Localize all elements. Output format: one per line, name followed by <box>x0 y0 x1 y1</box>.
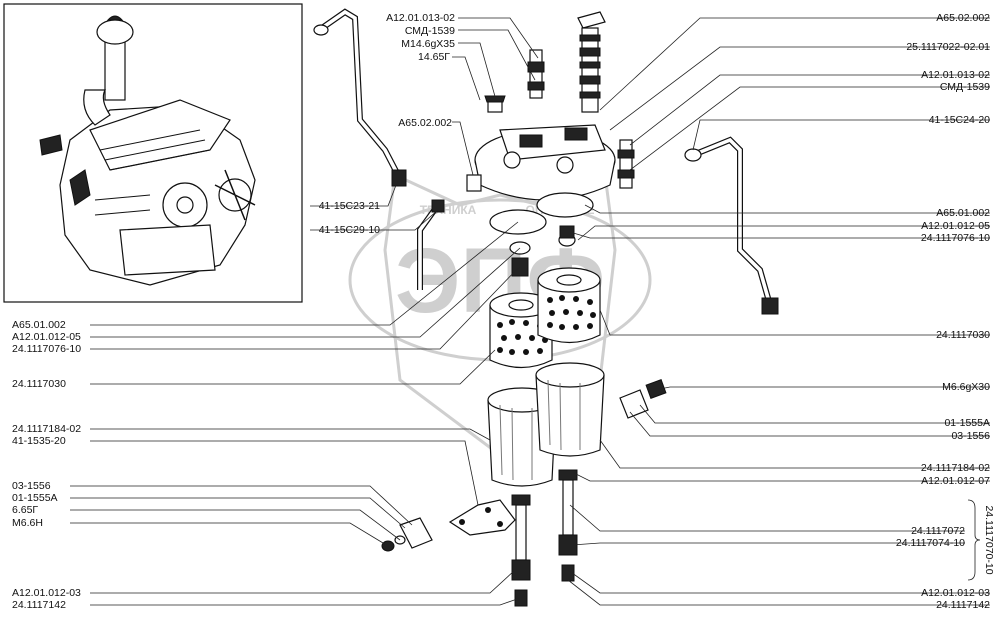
label-smd-1539-right: СМД-1539 <box>940 81 990 93</box>
engine-illustration <box>39 15 256 286</box>
label-a12-01-012-03-right: А12.01.012-03 <box>921 587 990 599</box>
bolt-stack-right <box>577 11 606 113</box>
label-a65-02-002-left: А65.02.002 <box>398 117 452 129</box>
label-03-1556-right: 03-1556 <box>951 430 990 442</box>
label-m6-6n: М6.6Н <box>12 517 43 529</box>
fuel-line-right <box>684 136 779 315</box>
leader-lines <box>70 17 990 606</box>
label-a12-01-012-05-right: А12.01.012-05 <box>921 220 990 232</box>
clamp-right <box>619 379 667 419</box>
label-24-1117142-left: 24.1117142 <box>12 599 66 611</box>
clamp-left <box>381 517 433 552</box>
label-01-1555a-right: 01-1555А <box>944 417 990 429</box>
label-01-1555a-left: 01-1555А <box>12 492 58 504</box>
fuel-line-left-lower <box>417 199 445 290</box>
gaskets <box>489 192 594 277</box>
label-assembly-24-1117070-10: 24.1117070-10 <box>983 505 995 574</box>
label-24-1117076-10-right: 24.1117076-10 <box>921 232 990 244</box>
label-24-1117072: 24.1117072 <box>911 525 965 537</box>
filter-head-assembly <box>466 95 616 201</box>
label-m14-bolt: М14.6gХ35 <box>401 38 455 50</box>
mounting-plate <box>448 499 516 536</box>
label-24-1117030-right: 24.1117030 <box>936 329 990 341</box>
label-24-1117142-right: 24.1117142 <box>936 599 990 611</box>
label-a12-01-012-07: А12.01.012-07 <box>921 475 990 487</box>
label-a65-02-002-right: А65.02.002 <box>936 12 990 24</box>
label-03-1556-left: 03-1556 <box>12 480 51 492</box>
label-smd-1539-top: СМД-1539 <box>405 25 455 37</box>
drain-tube-right <box>558 469 578 582</box>
labels-right-mid: А65.01.002 А12.01.012-05 24.1117076-10 2… <box>921 207 990 487</box>
label-24-1117076-10-left: 24.1117076-10 <box>12 343 81 355</box>
label-41-1535-20: 41-1535-20 <box>12 435 66 447</box>
label-a12-01-012-05-left: А12.01.012-05 <box>12 331 81 343</box>
label-a12-01-013-02-right: А12.01.013-02 <box>921 69 990 81</box>
label-a65-01-002-left: А65.01.002 <box>12 319 66 331</box>
bolt-stack-center <box>527 49 545 99</box>
label-14-65g: 14.65Г <box>418 51 450 63</box>
labels-left-top: 41-15С23-21 41-15С29-10 <box>319 200 380 236</box>
label-a12-01-013-02-top: А12.01.013-02 <box>386 12 455 24</box>
drain-tube-left <box>511 494 531 607</box>
label-41-15c24-20: 41-15С24-20 <box>929 114 990 126</box>
labels-bottom: 24.1117072 24.1117074-10 А12.01.012-03 2… <box>12 505 995 611</box>
label-24-1117030-left: 24.1117030 <box>12 378 66 390</box>
label-24-1117074-10: 24.1117074-10 <box>896 537 965 549</box>
label-6-65g: 6.65Г <box>12 504 38 516</box>
label-a65-01-002-right: А65.01.002 <box>936 207 990 219</box>
filter-element-right <box>537 267 601 344</box>
bolt-stack-small-right <box>617 139 635 189</box>
filter-housing-right <box>535 362 605 457</box>
label-24-1117184-02-right: 24.1117184-02 <box>921 462 990 474</box>
label-a12-01-012-03-left: А12.01.012-03 <box>12 587 81 599</box>
label-24-1117184-02-left: 24.1117184-02 <box>12 423 81 435</box>
label-41-15c29-10: 41-15С29-10 <box>319 224 380 236</box>
engine-inset <box>3 3 303 303</box>
label-25-1117022: 25.1117022-02.01 <box>906 41 990 53</box>
label-41-15c23-21: 41-15С23-21 <box>319 200 380 212</box>
fuel-line-left <box>313 8 407 187</box>
labels-top-center: А12.01.013-02 СМД-1539 М14.6gХ35 14.65Г … <box>386 12 455 129</box>
labels-top-right: А65.02.002 25.1117022-02.01 А12.01.013-0… <box>906 12 990 126</box>
labels-left-mid: А65.01.002 А12.01.012-05 24.1117076-10 2… <box>12 319 81 529</box>
label-m6-bolt: М6.6gХ30 <box>942 381 990 393</box>
